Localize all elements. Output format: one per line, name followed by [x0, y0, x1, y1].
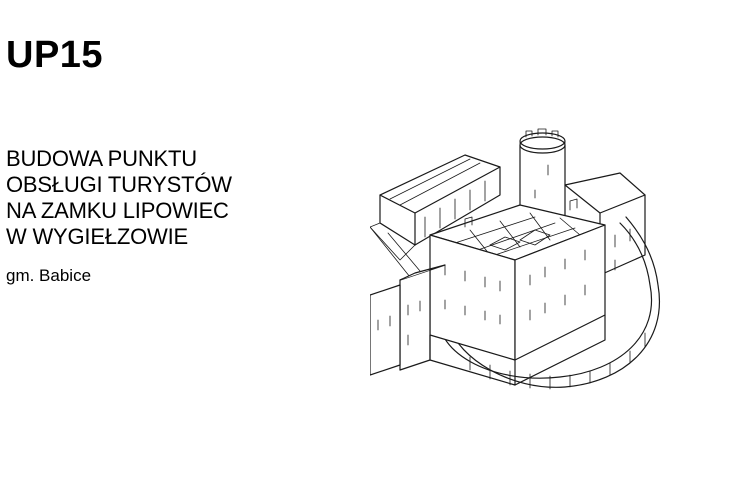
project-title-line: W WYGIEŁZOWIE [6, 224, 188, 249]
project-title-line: BUDOWA PUNKTU [6, 146, 197, 171]
castle-sketch-icon [370, 95, 670, 415]
project-title-line: NA ZAMKU LIPOWIEC [6, 198, 229, 223]
project-title: BUDOWA PUNKTU OBSŁUGI TURYSTÓW NA ZAMKU … [6, 146, 232, 250]
project-code: UP15 [6, 34, 104, 76]
project-title-line: OBSŁUGI TURYSTÓW [6, 172, 232, 197]
municipality-label: gm. Babice [6, 266, 92, 285]
